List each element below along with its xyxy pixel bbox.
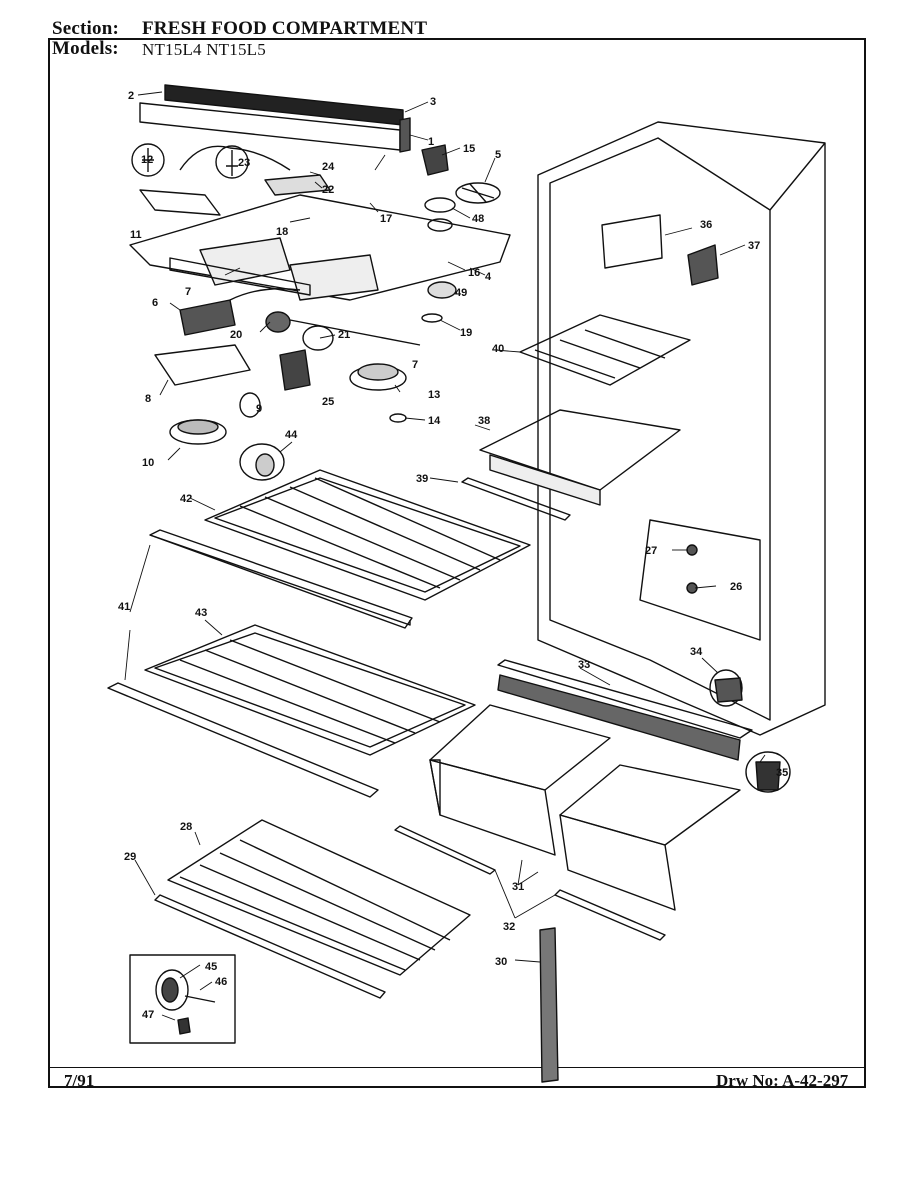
callout-16: 16 [468, 267, 480, 279]
callout-48: 48 [472, 213, 484, 225]
callout-31: 31 [512, 881, 524, 893]
callout-32: 32 [503, 921, 515, 933]
callout-27: 27 [645, 545, 657, 557]
leader-lines [124, 91, 766, 1021]
callout-7-b: 7 [412, 359, 418, 371]
callout-21: 21 [338, 329, 350, 341]
callout-11: 11 [130, 229, 142, 241]
callout-35: 35 [776, 767, 788, 779]
section-title: FRESH FOOD COMPARTMENT [142, 18, 428, 39]
callout-17: 17 [380, 213, 392, 225]
callout-9: 9 [256, 403, 262, 415]
callout-5: 5 [495, 149, 501, 161]
electrical-components [154, 288, 421, 445]
upper-wire-shelf [149, 443, 531, 629]
callout-41: 41 [118, 601, 130, 613]
callout-2: 2 [128, 90, 134, 102]
callout-45: 45 [205, 961, 217, 973]
crisper-drawers [394, 704, 741, 1083]
top-trim-assembly [139, 84, 411, 153]
callout-19: 19 [460, 327, 472, 339]
callout-22: 22 [322, 184, 334, 196]
callout-14: 14 [428, 415, 441, 427]
callout-1: 1 [428, 136, 434, 148]
fan-assembly-parts [421, 144, 501, 323]
callout-44: 44 [285, 429, 298, 441]
wiring-parts-group [131, 143, 331, 216]
callout-29: 29 [124, 851, 136, 863]
callout-10: 10 [142, 457, 154, 469]
callout-40: 40 [492, 343, 504, 355]
callout-25: 25 [322, 396, 334, 408]
section-label: Section: [52, 18, 120, 39]
callout-6: 6 [152, 297, 158, 309]
callout-18: 18 [276, 226, 288, 238]
callout-12: 12 [141, 154, 153, 166]
callout-30: 30 [495, 956, 507, 968]
drawing-date: 7/91 [64, 1071, 95, 1090]
door-shelves [461, 314, 691, 521]
drawing-number: Drw No: A-42-297 [716, 1071, 849, 1090]
callout-49: 49 [455, 287, 467, 299]
callout-13: 13 [428, 389, 440, 401]
inset-detail [129, 954, 236, 1044]
footer-divider [48, 1067, 866, 1068]
models-value: NT15L4 NT15L5 [142, 40, 266, 59]
callout-42: 42 [180, 493, 192, 505]
callout-15: 15 [463, 143, 475, 155]
callout-37: 37 [748, 240, 760, 252]
callout-47: 47 [142, 1009, 154, 1021]
callout-33: 33 [578, 659, 590, 671]
callout-4: 4 [485, 271, 492, 283]
callout-8: 8 [145, 393, 151, 405]
callout-24: 24 [322, 161, 335, 173]
callout-39: 39 [416, 473, 428, 485]
control-housing [129, 194, 511, 301]
callout-43: 43 [195, 607, 207, 619]
models-label: Models: [52, 38, 119, 59]
callout-20: 20 [230, 329, 242, 341]
callout-26: 26 [730, 581, 742, 593]
callout-34: 34 [690, 646, 703, 658]
callout-3: 3 [430, 96, 436, 108]
callout-38: 38 [478, 415, 490, 427]
callout-36: 36 [700, 219, 712, 231]
lower-cabinet-parts [497, 544, 791, 793]
lower-glass-shelf [154, 819, 471, 999]
callout-7-a: 7 [185, 286, 191, 298]
callout-28: 28 [180, 821, 192, 833]
cabinet-liner [537, 121, 826, 736]
callout-23: 23 [238, 157, 250, 169]
callout-46: 46 [215, 976, 227, 988]
drawing-frame [48, 38, 866, 1088]
callout-labels: 1 2 3 4 5 6 7 7 8 9 10 11 12 13 14 15 16… [118, 90, 788, 1021]
middle-wire-shelf [107, 624, 476, 798]
